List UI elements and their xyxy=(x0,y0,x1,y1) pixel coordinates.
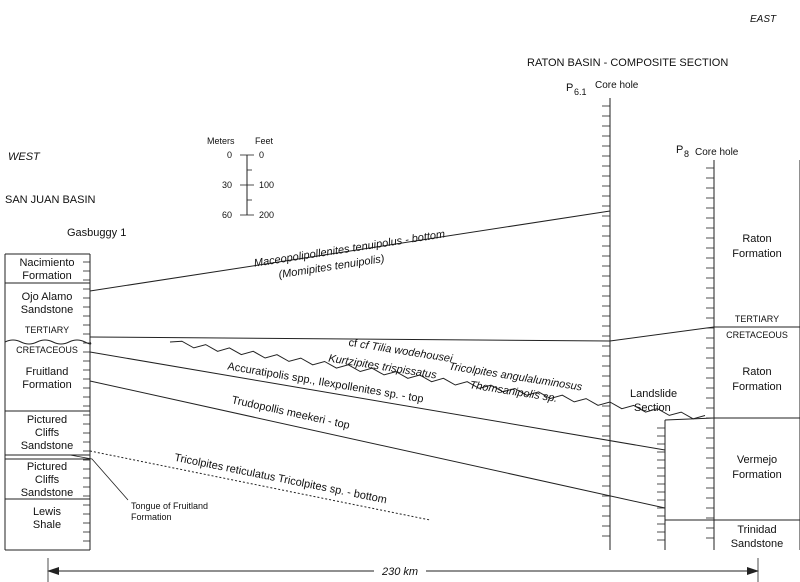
east-tertiary-label: TERTIARY xyxy=(735,314,779,324)
scale-m30: 30 xyxy=(222,180,232,190)
trudopollis-label: Trudopollis meekeri - top xyxy=(230,394,350,432)
pictured-cliffs-1-line3: Sandstone xyxy=(21,440,74,452)
p8-column xyxy=(706,160,800,550)
pictured-cliffs-2-line3: Sandstone xyxy=(21,487,74,499)
p61-label-sub: 6.1 xyxy=(574,87,587,97)
nacimiento-line2: Formation xyxy=(22,270,72,282)
raton-upper-line1: Raton xyxy=(742,233,771,245)
gasbuggy-column xyxy=(4,253,92,551)
trinidad-line1: Trinidad xyxy=(737,524,776,536)
scale-f0: 0 xyxy=(259,150,264,160)
kt-boundary-line xyxy=(89,336,611,342)
scale-f200: 200 xyxy=(259,210,274,220)
raton-upper-line2: Formation xyxy=(732,248,782,260)
east-cretaceous-label: CRETACEOUS xyxy=(726,330,788,340)
p61-column xyxy=(602,98,611,550)
fruitland-line2: Formation xyxy=(22,379,72,391)
east-label: EAST xyxy=(750,14,777,25)
west-label: WEST xyxy=(8,151,41,163)
scale-m0: 0 xyxy=(227,150,232,160)
lewis-shale-line1: Lewis xyxy=(33,506,62,518)
p61-label-main: P xyxy=(566,82,573,94)
accuratipolis-line xyxy=(89,351,666,451)
tricolpites-reticulatus-dashed-line xyxy=(89,450,431,521)
raton-basin-title: RATON BASIN - COMPOSITE SECTION xyxy=(527,57,728,69)
p8-label-sub: 8 xyxy=(684,149,689,159)
tricolpites-reticulatus-label: Tricolpites reticulatus Tricolpites sp. … xyxy=(173,452,388,507)
trinidad-line2: Sandstone xyxy=(731,538,784,550)
p8-label-suffix: Core hole xyxy=(695,147,739,158)
vermejo-line1: Vermejo xyxy=(737,454,777,466)
pictured-cliffs-2-line1: Pictured xyxy=(27,461,67,473)
scale-m60: 60 xyxy=(222,210,232,220)
west-tertiary-label: TERTIARY xyxy=(25,325,69,335)
tongue-line1: Tongue of Fruitland xyxy=(131,501,208,511)
pictured-cliffs-1-line2: Cliffs xyxy=(35,427,60,439)
lewis-shale-line2: Shale xyxy=(33,519,61,531)
san-juan-basin-title: SAN JUAN BASIN xyxy=(5,194,96,206)
raton-lower-line2: Formation xyxy=(732,381,782,393)
tricolpites-angulaluminosus-wavy-line xyxy=(169,340,706,420)
landslide-line2: Section xyxy=(634,402,671,414)
trudopollis-line xyxy=(89,380,666,509)
scale-feet-label: Feet xyxy=(255,136,274,146)
maceo-correlation-line xyxy=(89,210,611,292)
pictured-cliffs-1-line1: Pictured xyxy=(27,414,67,426)
p8-label-main: P xyxy=(676,144,683,156)
scale-bar: Meters Feet 0 30 60 0 100 200 xyxy=(207,136,274,220)
raton-lower-line1: Raton xyxy=(742,366,771,378)
tongue-line2: Formation xyxy=(131,512,172,522)
west-cretaceous-label: CRETACEOUS xyxy=(16,345,78,355)
pictured-cliffs-2-line2: Cliffs xyxy=(35,474,60,486)
nacimiento-line1: Nacimiento xyxy=(19,257,74,269)
scale-meters-label: Meters xyxy=(207,136,235,146)
fruitland-line1: Fruitland xyxy=(26,366,69,378)
gasbuggy-label: Gasbuggy 1 xyxy=(67,227,126,239)
vermejo-line2: Formation xyxy=(732,469,782,481)
ojo-alamo-line2: Sandstone xyxy=(21,304,74,316)
landslide-column xyxy=(657,420,666,550)
distance-label: 230 km xyxy=(381,566,418,578)
scale-f100: 100 xyxy=(259,180,274,190)
ojo-alamo-line1: Ojo Alamo xyxy=(22,291,73,303)
p61-label-suffix: Core hole xyxy=(595,80,639,91)
landslide-line1: Landslide xyxy=(630,388,677,400)
